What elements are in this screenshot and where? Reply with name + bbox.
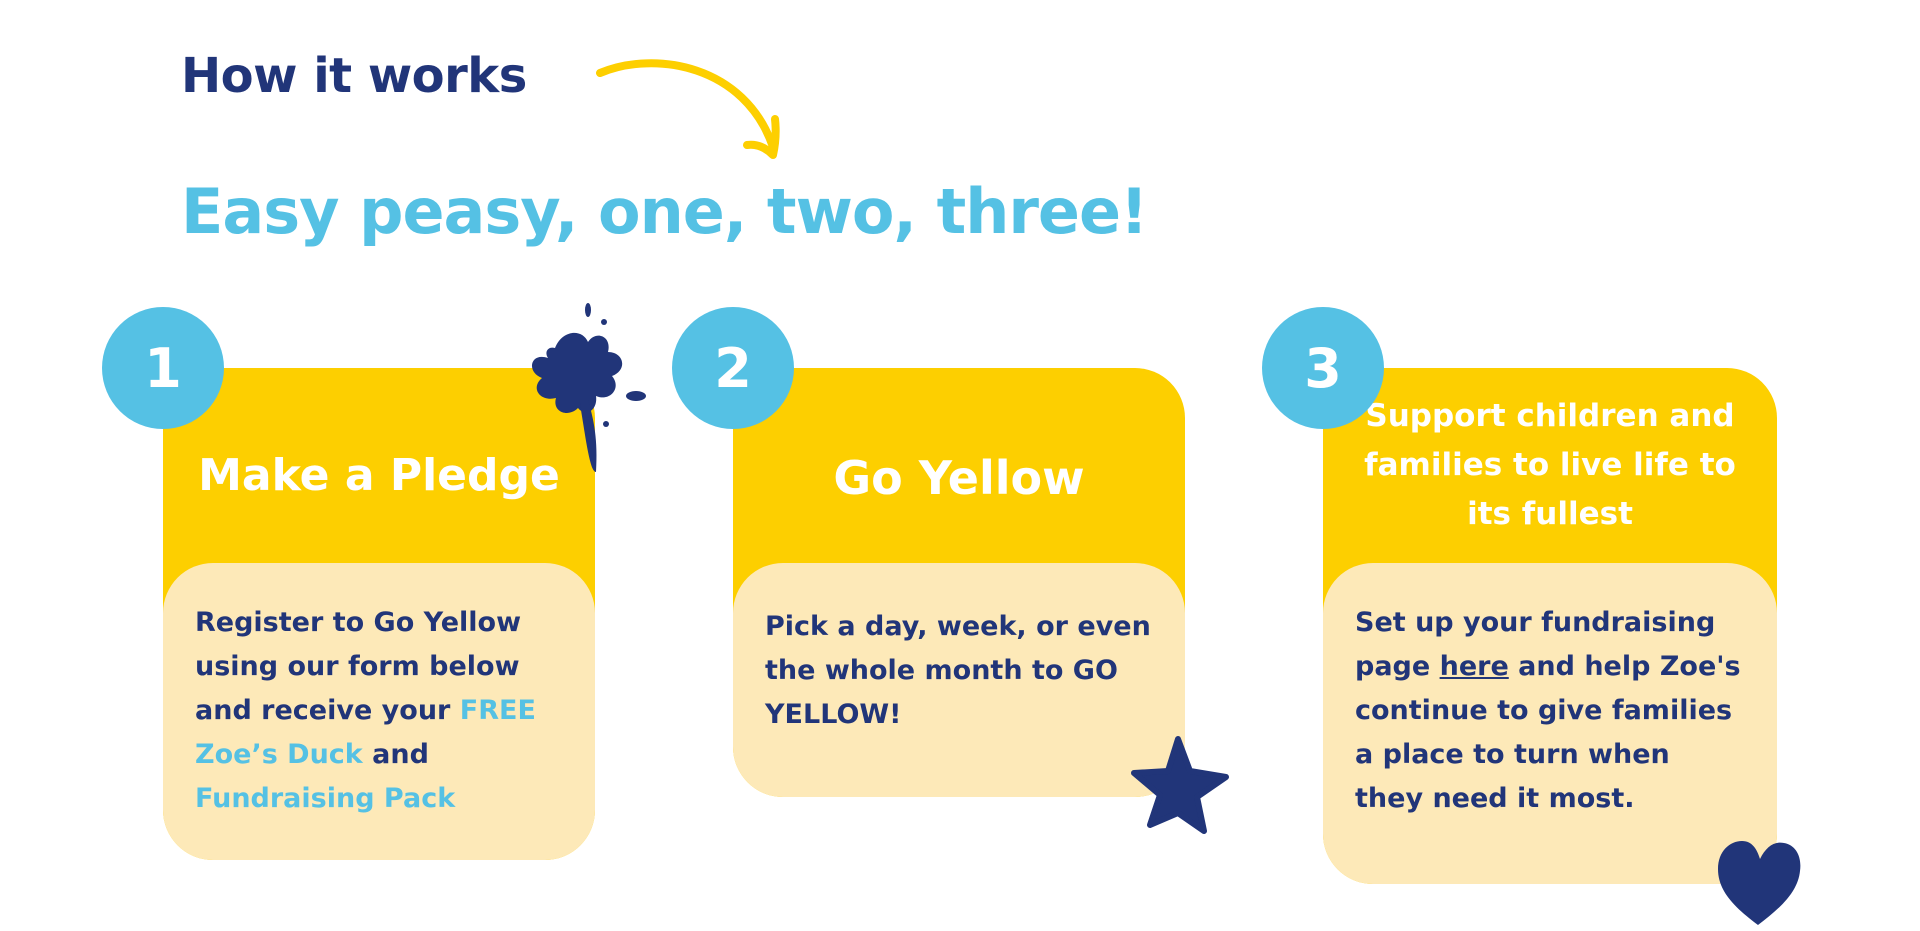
step-1-body: Register to Go Yellow using our form bel… <box>163 563 595 860</box>
step-2-title: Go Yellow <box>833 450 1085 505</box>
step-3-text-before: Set up your fundraising page <box>1355 607 1716 682</box>
step-1-text-middle: and <box>362 739 429 770</box>
fundraising-pack-highlight: Fundraising Pack <box>195 783 456 814</box>
step-3-body: Set up your fundraising page here and he… <box>1323 563 1777 884</box>
heart-icon <box>1718 841 1801 925</box>
step-number-badge-2: 2 <box>672 307 794 429</box>
step-3-title: Support children and families to live li… <box>1364 398 1736 532</box>
step-card-3: Support children and families to live li… <box>1323 368 1777 884</box>
free-duck-highlight: FREE Zoe’s Duck <box>195 695 536 770</box>
step-1-title: Make a Pledge <box>198 450 560 501</box>
step-number-badge-1: 1 <box>102 307 224 429</box>
step-2-body: Pick a day, week, or even the whole mont… <box>733 563 1185 797</box>
paint-splat-icon <box>531 303 646 472</box>
section-headline: Easy peasy, one, two, three! <box>181 175 1148 248</box>
step-card-1: Make a Pledge Register to Go Yellow usin… <box>163 368 595 860</box>
step-card-2: Go Yellow Pick a day, week, or even the … <box>733 368 1185 797</box>
section-kicker: How it works <box>181 48 527 104</box>
step-number-badge-3: 3 <box>1262 307 1384 429</box>
fundraising-page-link[interactable]: here <box>1439 651 1509 682</box>
step-3-text-after: and help Zoe's continue to give families… <box>1355 651 1741 814</box>
step-1-text-before: Register to Go Yellow using our form bel… <box>195 607 522 726</box>
star-icon <box>1131 736 1229 834</box>
curved-arrow-icon <box>596 59 780 159</box>
